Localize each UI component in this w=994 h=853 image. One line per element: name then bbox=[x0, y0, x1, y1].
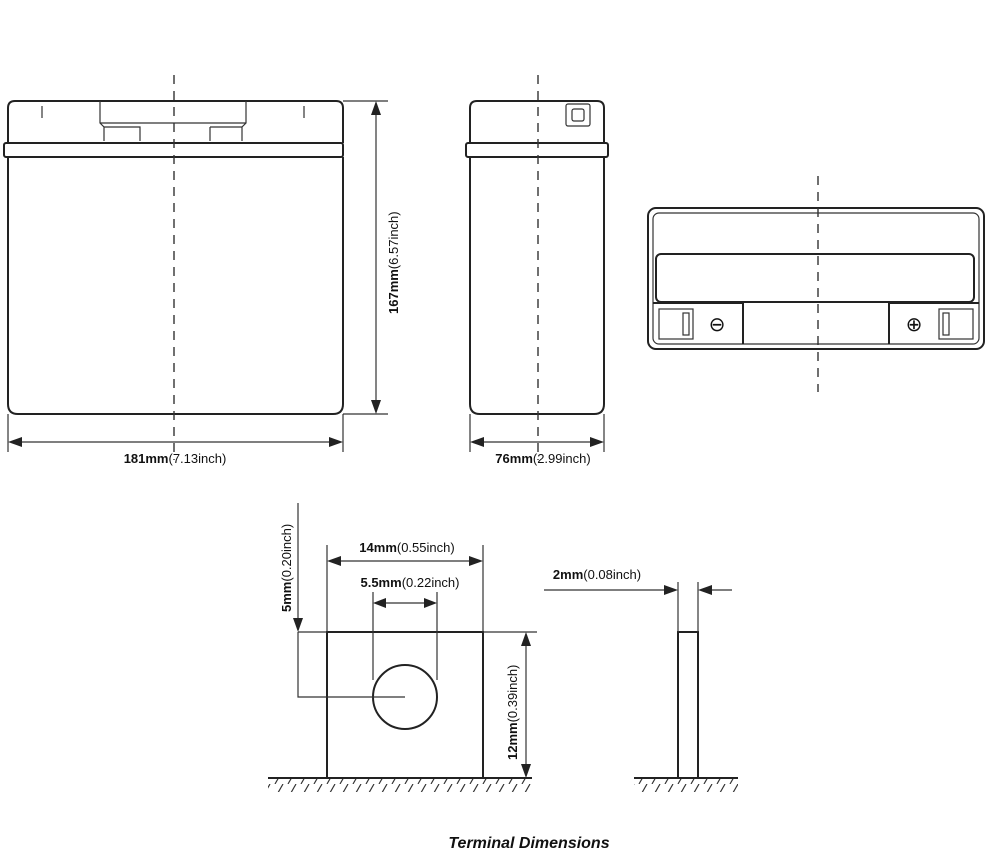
width-label: 76mm(2.99inch) bbox=[495, 451, 590, 466]
top-label-recess bbox=[655, 253, 975, 303]
height-dimension: 167mm(6.57inch) bbox=[343, 100, 401, 415]
side-lid bbox=[469, 100, 605, 143]
side-body bbox=[469, 157, 605, 415]
terminal-tab bbox=[326, 631, 484, 778]
length-dimension: 181mm(7.13inch) bbox=[7, 414, 344, 466]
terminal-caption: Terminal Dimensions bbox=[448, 835, 609, 852]
hole-offset-label: 5mm(0.20inch) bbox=[279, 524, 294, 612]
length-label: 181mm(7.13inch) bbox=[124, 451, 227, 466]
positive-terminal bbox=[938, 308, 974, 340]
thickness-dimension: 2mm(0.08inch) bbox=[544, 567, 732, 632]
tab-height-dimension: 12mm(0.39inch) bbox=[483, 631, 537, 778]
side-view bbox=[465, 75, 609, 460]
width-dimension: 76mm(2.99inch) bbox=[469, 414, 605, 466]
front-lid bbox=[7, 100, 344, 143]
front-lid-recess bbox=[99, 101, 247, 141]
terminal-side-plate bbox=[677, 631, 699, 778]
thickness-label: 2mm(0.08inch) bbox=[553, 567, 641, 582]
positive-symbol: ⊕ bbox=[906, 312, 923, 336]
tab-width-dimension: 14mm(0.55inch) bbox=[326, 540, 484, 632]
hole-dimension: 5.5mm(0.22inch) bbox=[360, 575, 460, 680]
top-view: ⊖ ⊕ bbox=[647, 176, 985, 392]
tab-height-label: 12mm(0.39inch) bbox=[505, 665, 520, 760]
hole-label: 5.5mm(0.22inch) bbox=[360, 575, 459, 590]
height-label: 167mm(6.57inch) bbox=[386, 211, 401, 314]
tab-width-label: 14mm(0.55inch) bbox=[359, 540, 454, 555]
front-view bbox=[3, 75, 344, 460]
top-outline bbox=[647, 207, 985, 350]
front-body bbox=[7, 157, 344, 415]
negative-terminal bbox=[658, 308, 694, 340]
negative-symbol: ⊖ bbox=[709, 312, 726, 336]
hole-offset-dimension: 5mm(0.20inch) bbox=[279, 503, 327, 633]
side-rim bbox=[465, 142, 609, 158]
terminal-front-detail bbox=[268, 631, 532, 792]
terminal-side-detail bbox=[634, 631, 738, 792]
side-terminal-tab bbox=[565, 103, 591, 127]
